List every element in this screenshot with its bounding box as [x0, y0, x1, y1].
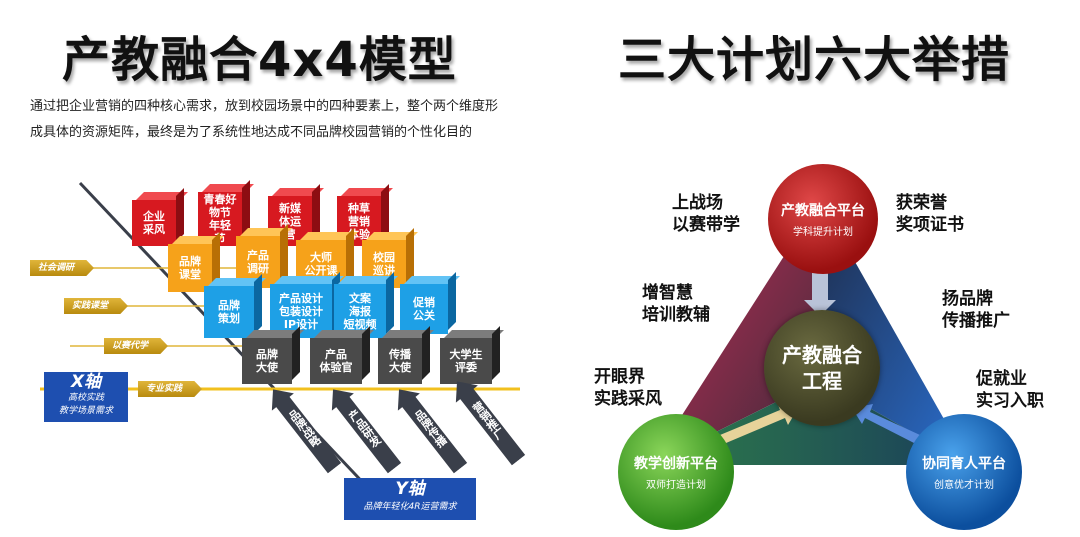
center-circle: 产教融合 工程	[764, 310, 880, 426]
x-axis-box: X轴 高校实践 教学场景需求	[44, 372, 128, 422]
cube-gray-2: 产品 体验官	[310, 338, 362, 384]
measure-label-5: 开眼界 实践采风	[594, 367, 662, 409]
right-title: 三大计划六大举措	[618, 32, 1011, 88]
platform-top-plan: 学科提升计划	[793, 227, 853, 238]
platform-left-circle[interactable]: 教学创新平台 双师打造计划	[618, 414, 734, 530]
cube-blue-3: 文案 海报 短视频	[334, 284, 386, 338]
x-tag-3: 以赛代学	[104, 338, 168, 354]
measure-label-6: 促就业 实习入职	[976, 369, 1044, 411]
arrow-left-up	[720, 402, 798, 443]
cube-blue-1: 品牌 策划	[204, 286, 254, 338]
cube-gray-3: 传播 大使	[378, 338, 422, 384]
measure-label-4: 扬品牌 传播推广	[942, 289, 1010, 331]
y-axis-box: Y轴 品牌年轻化4R运营需求	[344, 478, 476, 520]
platform-top-circle[interactable]: 产教融合平台 学科提升计划	[768, 164, 878, 274]
platform-right-name: 协同育人平台	[922, 456, 1006, 472]
cube-gray-4: 大学生 评委	[440, 338, 492, 384]
x-axis-sub1: 高校实践	[67, 393, 104, 403]
platform-right-plan: 创意优才计划	[934, 480, 994, 491]
x-tag-4: 专业实践	[138, 381, 202, 397]
description-line-2: 成具体的资源矩阵，最终是为了系统性地达成不同品牌校园营销的个性化目的	[30, 125, 473, 140]
platform-top-name: 产教融合平台	[781, 203, 865, 219]
x-tag-1: 社会调研	[30, 260, 94, 276]
cube-gray-1: 品牌 大使	[242, 338, 292, 384]
center-label: 产教融合 工程	[782, 343, 862, 393]
left-title: 产教融合4x4模型	[62, 32, 457, 88]
platform-left-name: 教学创新平台	[634, 456, 718, 472]
y-axis-sub: 品牌年轻化4R运营需求	[363, 502, 457, 512]
platform-left-plan: 双师打造计划	[646, 480, 706, 491]
x-tag-2: 实践课堂	[64, 298, 128, 314]
description-line-1: 通过把企业营销的四种核心需求，放到校园场景中的四种要素上，整个两个维度形	[30, 99, 499, 114]
x-axis-sub2: 教学场景需求	[58, 406, 113, 416]
cube-blue-2: 产品设计 包装设计 IP设计	[270, 284, 332, 338]
y-axis-title: Y轴	[395, 479, 425, 499]
cube-orange-1: 品牌 课堂	[168, 244, 212, 292]
arrow-right-up	[852, 404, 920, 443]
measure-label-3: 增智慧 培训教辅	[642, 283, 710, 325]
cube-red-1: 企业 采风	[132, 200, 176, 246]
measure-label-1: 上战场 以赛带学	[672, 193, 740, 235]
x-axis-title: X轴	[70, 372, 102, 392]
left-description: 通过把企业营销的四种核心需求，放到校园场景中的四种要素上，整个两个维度形 成具体…	[30, 94, 540, 146]
platform-right-circle[interactable]: 协同育人平台 创意优才计划	[906, 414, 1022, 530]
measure-label-2: 获荣誉 奖项证书	[896, 193, 964, 235]
arrow-top-down	[804, 265, 836, 316]
cube-blue-4: 促销 公关	[400, 284, 448, 334]
